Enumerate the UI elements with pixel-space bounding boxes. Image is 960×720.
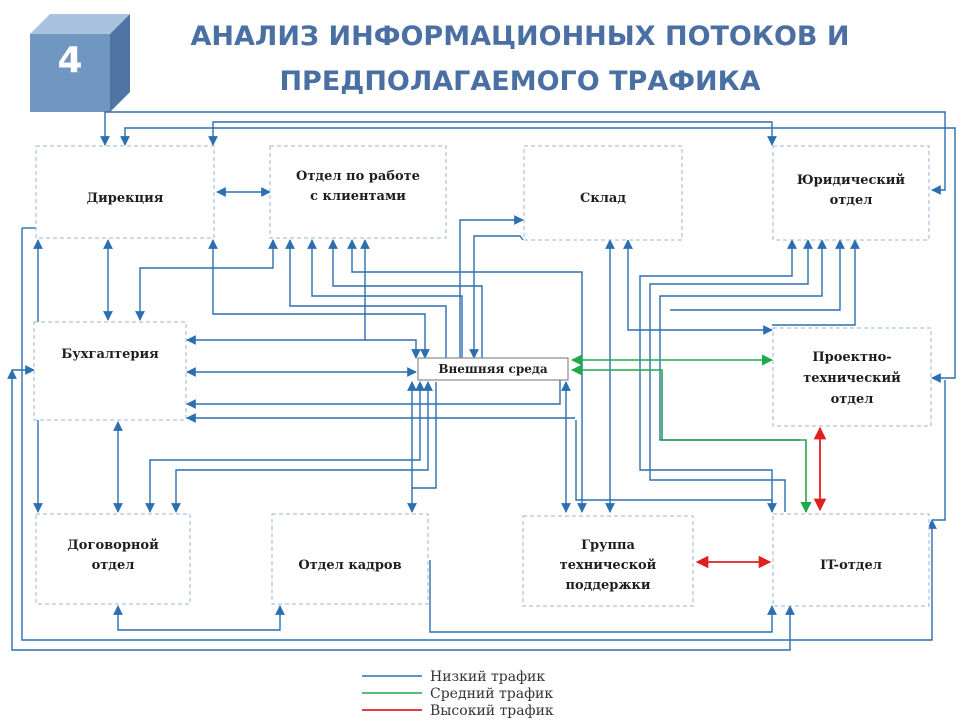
node-external-label: Внешняя среда: [438, 362, 547, 376]
node-accounting: Бухгалтерия: [33, 321, 187, 421]
legend-high-label: Высокий трафик: [430, 703, 554, 719]
node-hr-label: Отдел кадров: [298, 558, 401, 573]
node-warehouse: Склад: [523, 145, 683, 241]
node-direction-label: Дирекция: [87, 191, 164, 206]
node-legal-label-2: отдел: [830, 193, 873, 208]
node-warehouse-label: Склад: [580, 191, 626, 206]
node-support-label-2: технической: [560, 558, 657, 573]
number-badge: [30, 14, 130, 112]
node-contract-label-1: Договорной: [67, 538, 159, 553]
node-it-label: IT-отдел: [820, 558, 882, 573]
node-client-dept-label-1: Отдел по работе: [296, 169, 420, 184]
node-client-dept: Отдел по работе с клиентами: [269, 145, 447, 239]
title-line-2: ПРЕДПОЛАГАЕМОГО ТРАФИКА: [279, 66, 761, 97]
legend-low-label: Низкий трафик: [430, 669, 545, 685]
node-accounting-label: Бухгалтерия: [61, 347, 159, 362]
node-external: Внешняя среда: [417, 357, 569, 381]
legend: Низкий трафик Средний трафик Высокий тра…: [362, 669, 554, 719]
node-design-label-3: отдел: [831, 392, 874, 407]
node-it: IT-отдел: [772, 513, 930, 607]
legend-medium-label: Средний трафик: [430, 686, 553, 702]
node-design: Проектно- технический отдел: [772, 327, 932, 427]
node-legal-label-1: Юридический: [797, 173, 906, 188]
node-design-label-1: Проектно-: [812, 350, 891, 365]
node-legal: Юридический отдел: [772, 145, 930, 241]
node-contract-label-2: отдел: [92, 558, 135, 573]
node-contract: Договорной отдел: [35, 513, 191, 605]
section-number: 4: [57, 40, 83, 81]
node-support-label-3: поддержки: [565, 578, 650, 593]
title-line-1: АНАЛИЗ ИНФОРМАЦИОННЫХ ПОТОКОВ И: [190, 21, 850, 52]
node-direction: Дирекция: [35, 145, 215, 239]
node-support-label-1: Группа: [581, 538, 635, 553]
node-design-label-2: технический: [803, 371, 901, 386]
page-title: АНАЛИЗ ИНФОРМАЦИОННЫХ ПОТОКОВ И ПРЕДПОЛА…: [150, 14, 890, 104]
node-support: Группа технической поддержки: [522, 515, 694, 607]
node-client-dept-label-2: с клиентами: [310, 189, 406, 204]
high-traffic-lines: [695, 426, 827, 569]
node-hr: Отдел кадров: [271, 513, 429, 605]
medium-traffic-lines: [570, 354, 812, 514]
